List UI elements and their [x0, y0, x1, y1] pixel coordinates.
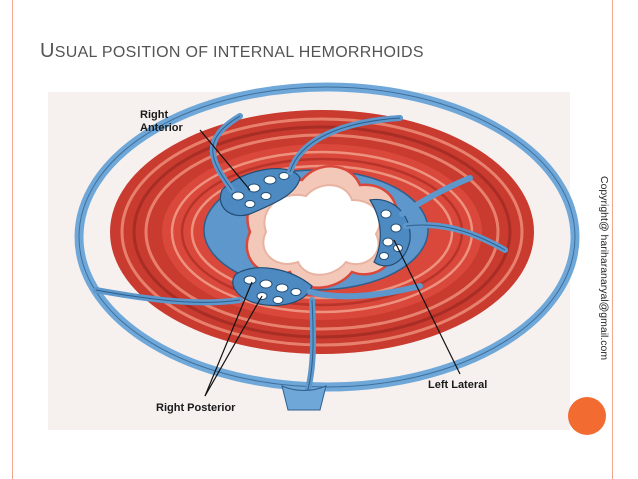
title-first-letter: U	[40, 40, 55, 62]
connecting-vein-edges	[95, 115, 506, 397]
label-left-lateral: Left Lateral	[428, 379, 487, 391]
title-rest: SUAL POSITION OF INTERNAL HEMORRHOIDS	[54, 44, 424, 61]
label-right-posterior: Right Posterior	[156, 402, 236, 414]
outer-vein-ring-edge	[78, 86, 576, 388]
leader-right-posterior-2	[204, 281, 253, 397]
slide-title: USUAL POSITION OF INTERNAL HEMORRHOIDS	[40, 40, 424, 63]
accent-circle	[568, 397, 606, 435]
leader-right-anterior	[199, 129, 251, 191]
leader-left-lateral	[393, 239, 461, 375]
right-posterior-cells	[243, 275, 302, 304]
label-right-anterior-line1: Right	[140, 109, 168, 121]
muscle-stripe-2	[132, 125, 512, 339]
right-anterior-cells	[231, 172, 290, 208]
frame-line-right	[612, 0, 613, 479]
left-lateral-cells	[379, 209, 403, 260]
leader-right-posterior-1	[204, 295, 263, 397]
anal-lumen	[262, 184, 381, 276]
vein-outlet	[281, 385, 327, 411]
muscle-stripe-1	[120, 117, 524, 347]
frame-line-left	[12, 0, 13, 479]
label-right-anterior-line2: Anterior	[140, 122, 184, 134]
right-anterior-cluster	[219, 168, 301, 217]
copyright-text: Copyright@ hariharanaryal@gmail.com	[598, 176, 610, 361]
